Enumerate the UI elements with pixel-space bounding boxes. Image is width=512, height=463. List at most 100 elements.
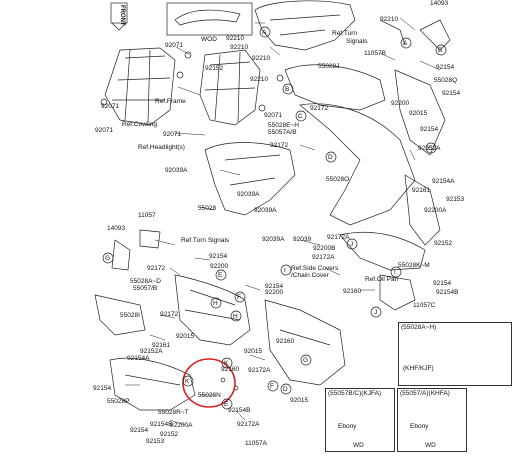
inset-subtitle: Ebony	[338, 423, 357, 430]
part-label: 92039A	[262, 236, 285, 243]
part-label: 92015	[244, 348, 263, 355]
part-label: Ref.Side Covers	[291, 265, 339, 272]
top-inset-caption: WOD	[201, 36, 217, 43]
part-label: 92200	[391, 100, 410, 107]
part-label: 92154	[433, 280, 452, 287]
part-label: 92160	[343, 288, 362, 295]
part-label: 92154A	[432, 178, 455, 185]
part-label: 92154	[442, 90, 461, 97]
part-label: 92071	[264, 112, 283, 119]
callout-letter: A	[403, 40, 408, 47]
part-label: 92071	[95, 127, 114, 134]
top-inset-box	[166, 2, 253, 36]
part-label: 92154A	[127, 355, 150, 362]
part-label: 92210	[252, 55, 271, 62]
part-label: 11057B	[364, 50, 386, 57]
part-label: 92071	[163, 131, 182, 138]
callout-letter: C	[428, 145, 433, 152]
part-label: 92172A	[248, 367, 271, 374]
part-label: 92152	[205, 65, 224, 72]
highlight-circle	[182, 358, 236, 408]
inset-subtitle: Ebony	[410, 423, 429, 430]
part-label: 92154	[209, 253, 228, 260]
upper-cowl-drawing	[204, 0, 451, 271]
part-label: 92160	[221, 366, 240, 373]
part-label: 55028R~T	[158, 409, 189, 416]
callout-letter: H	[213, 300, 218, 307]
callout-letter: J	[350, 241, 354, 248]
part-label: 92172A	[327, 234, 350, 241]
part-label: 55028O	[326, 176, 350, 183]
part-label: 11057A	[245, 440, 267, 447]
part-label: 92039A	[254, 207, 277, 214]
callout-letter: E	[224, 401, 229, 408]
part-label: 11057	[138, 212, 156, 219]
lower-cowl-drawing	[94, 229, 416, 411]
inset-box: (55028A~H) (KHF/KJF)	[398, 322, 512, 386]
part-label: 92200B	[313, 245, 336, 252]
callout-letter: F	[237, 294, 241, 301]
part-label: Ref.Turn Signals	[181, 237, 230, 244]
callout-letter: K	[185, 378, 190, 385]
inset-subtitle: (KHF/KJF)	[403, 365, 434, 372]
part-label: 11057C	[413, 302, 436, 309]
part-label: 92071	[165, 42, 184, 49]
inset-box: (55057/A)(KHFA) Ebony WD	[397, 388, 467, 452]
part-label: 14093	[430, 0, 449, 7]
part-label: 92154B	[150, 421, 173, 428]
part-label: 92152	[160, 431, 179, 438]
part-label: 92039A	[237, 191, 260, 198]
part-label: 92200A	[424, 207, 447, 214]
part-label: 92210	[230, 44, 249, 51]
part-label: 92154	[420, 126, 439, 133]
part-label: 92172	[310, 105, 329, 112]
part-label: 92039A	[165, 167, 188, 174]
frame-drawing	[100, 47, 284, 126]
part-label: 92152A	[140, 348, 163, 355]
part-label: 55028	[198, 205, 217, 212]
callout-letter: C	[298, 113, 303, 120]
callout-letter: H	[233, 313, 238, 320]
callout-letter: I	[284, 267, 286, 274]
part-label: 92161	[412, 187, 431, 194]
callout-letter: J	[374, 309, 378, 316]
part-label: 55028N	[198, 392, 221, 399]
part-label: 92210	[226, 35, 245, 42]
inset-title: (55057B/C)(KJFA)	[328, 390, 382, 397]
part-label: 92039	[293, 236, 312, 243]
part-label: 92172A	[312, 254, 335, 261]
callout-letter: G	[303, 357, 309, 364]
part-label: 55057A/B	[268, 129, 297, 136]
part-label: 92015	[290, 397, 309, 404]
part-label: 92154B	[436, 289, 459, 296]
part-label: 92015	[409, 110, 428, 117]
front-label: FRONT	[119, 5, 125, 26]
part-label: 92152A	[418, 145, 441, 152]
part-label: 55028J	[318, 63, 340, 70]
callout-letter: F	[270, 383, 274, 390]
callout-letter: B	[438, 47, 443, 54]
part-label: 92153	[446, 196, 465, 203]
part-label: 92200	[265, 289, 284, 296]
part-label: 92154	[436, 64, 455, 71]
part-label: 55028E~H	[268, 122, 299, 129]
part-label: 92015	[176, 333, 195, 340]
part-label: 92210	[250, 76, 269, 83]
part-label: Ref.Turn	[332, 30, 358, 37]
part-label: 55057/B	[133, 285, 158, 292]
part-label: 92154B	[228, 407, 251, 414]
callout-circles	[102, 26, 447, 410]
part-label: 92172A	[237, 421, 260, 428]
part-label: 92161	[152, 342, 171, 349]
part-label: 92200A	[170, 422, 193, 429]
callout-letter: D	[283, 386, 288, 393]
part-label: 92172	[147, 265, 166, 272]
part-label: 55028P	[107, 398, 130, 405]
callout-letter: G	[105, 255, 111, 262]
leader-lines	[125, 17, 441, 426]
inset-title: (55028A~H)	[401, 324, 437, 331]
front-arrow	[110, 2, 128, 31]
part-label: 92172	[160, 311, 179, 318]
callout-letter: E	[218, 272, 223, 279]
